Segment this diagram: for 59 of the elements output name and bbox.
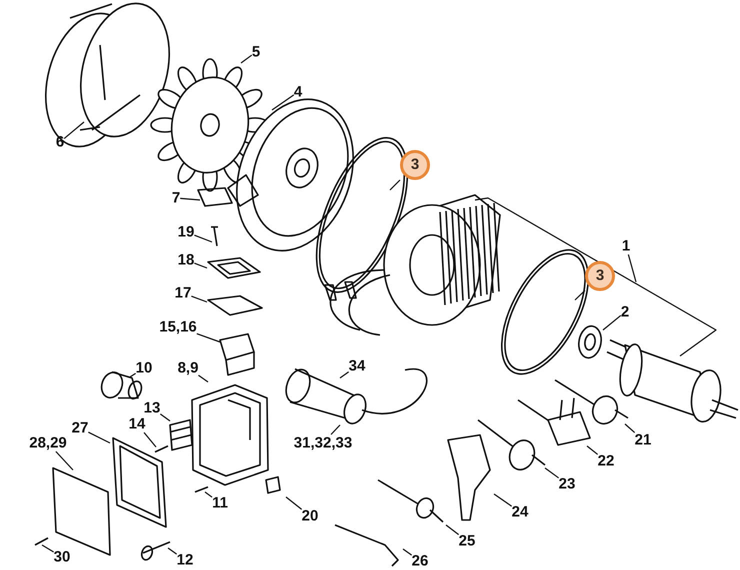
callout-number: 22 (598, 452, 614, 470)
callout-number: 21 (634, 432, 652, 448)
leader-line (198, 374, 208, 382)
callout-number: 8,9 (178, 360, 198, 376)
callout-number: 13 (144, 400, 160, 416)
callout-number: 30 (54, 548, 70, 566)
leader-line (286, 496, 302, 510)
callout-number: 28,29 (29, 434, 67, 452)
leader-line (194, 234, 212, 243)
leader-line (574, 290, 586, 300)
leader-line (628, 254, 637, 282)
highlighted-callout-number: 3 (585, 261, 615, 291)
leader-line (586, 446, 598, 455)
callout-number: 15,16 (159, 318, 197, 336)
leader-line (130, 372, 136, 378)
callout-number: 1 (622, 238, 630, 254)
callout-number: 26 (412, 552, 428, 570)
callout-number: 17 (174, 284, 192, 302)
leader-line (446, 524, 460, 536)
leader-line (340, 371, 349, 378)
callout-number: 23 (558, 476, 576, 492)
leader-line (42, 544, 54, 552)
leader-line (494, 494, 512, 507)
callout-number: 27 (72, 420, 88, 436)
leader-line (88, 432, 110, 444)
callout-number: 25 (458, 532, 476, 550)
leader-line (194, 262, 208, 269)
callout-number: 10 (136, 360, 152, 376)
callout-number: 20 (302, 508, 318, 524)
callout-number: 4 (294, 84, 302, 100)
callout-number: 14 (128, 416, 146, 432)
callout-number: 12 (176, 552, 194, 568)
highlighted-callout-number: 3 (400, 150, 430, 180)
leader-line (196, 333, 220, 343)
leader-line (144, 432, 156, 448)
callout-number: 7 (172, 190, 180, 206)
leader-line (64, 122, 84, 139)
leader-line (330, 424, 340, 435)
leader-line (160, 414, 170, 422)
callout-number: 19 (178, 224, 194, 240)
leader-line (168, 548, 177, 555)
leader-line (272, 94, 294, 110)
leader-line (240, 54, 252, 64)
leader-line (624, 424, 636, 434)
leader-line (390, 180, 400, 190)
callout-number: 2 (620, 304, 630, 320)
leader-line (191, 296, 208, 303)
callout-number: 18 (178, 252, 194, 268)
callout-number: 34 (348, 358, 366, 374)
leader-line (402, 548, 412, 556)
leader-line (55, 451, 74, 470)
callout-number: 24 (512, 504, 528, 520)
leader-line (180, 198, 200, 201)
callout-number: 31,32,33 (294, 434, 352, 452)
callout-number: 11 (212, 494, 228, 512)
callout-number: 5 (252, 44, 260, 60)
leader-line (204, 492, 212, 498)
leader-line (602, 314, 622, 330)
leader-line (544, 468, 559, 478)
